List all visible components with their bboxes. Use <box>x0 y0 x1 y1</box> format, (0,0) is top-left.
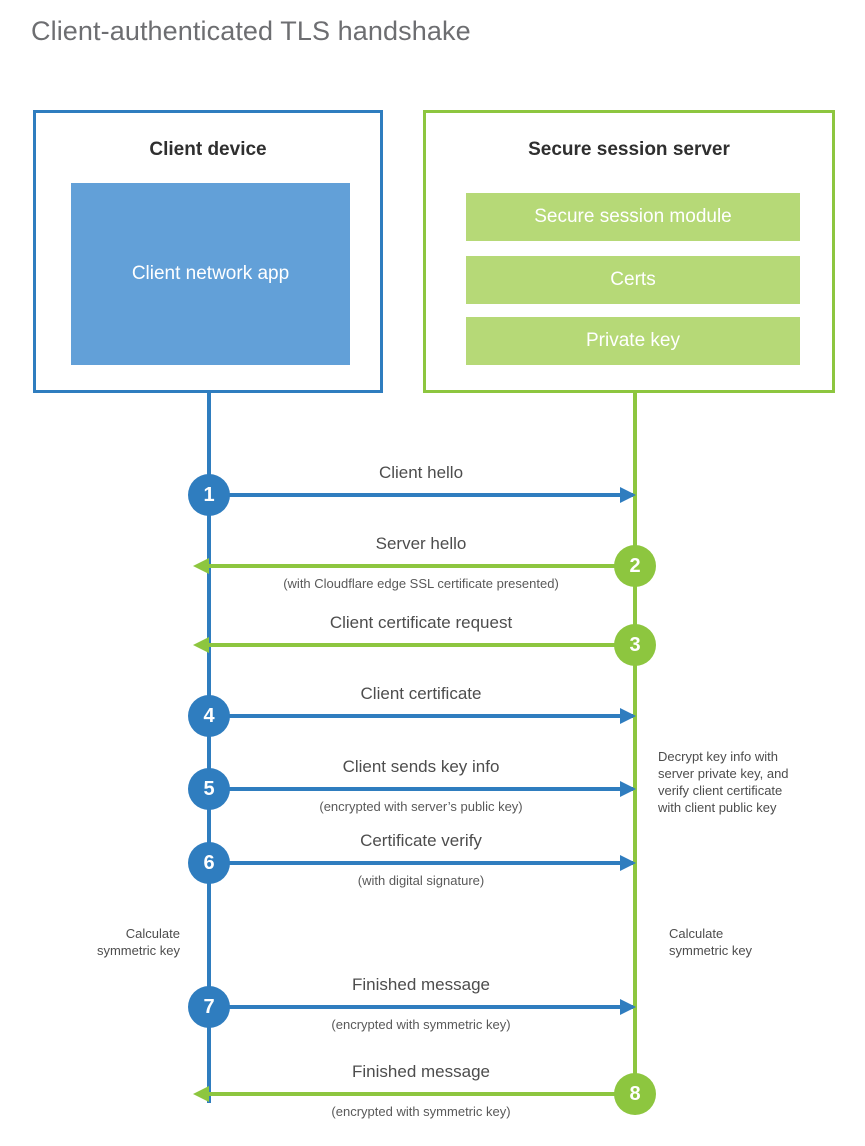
step-circle-3: 3 <box>614 624 656 666</box>
note-calculate-symmetric-key-server: Calculate symmetric key <box>669 926 753 959</box>
message-label-4: Client certificate <box>360 684 482 703</box>
client-device-box: Client device Client network app <box>33 110 383 393</box>
message-arrow-line-3 <box>209 643 635 647</box>
message-arrow-line-5 <box>209 787 633 791</box>
secure-session-server-title: Secure session server <box>528 139 730 160</box>
client-device-title: Client device <box>149 139 267 160</box>
step-circle-5: 5 <box>188 768 230 810</box>
step-circle-4: 4 <box>188 695 230 737</box>
message-label-6: Certificate verify <box>360 831 482 850</box>
server-component-private-key: Private key <box>466 317 800 365</box>
message-sublabel-2: (with Cloudflare edge SSL certificate pr… <box>283 576 559 591</box>
arrow-head-right-icon <box>620 781 636 797</box>
arrow-head-left-icon <box>193 637 209 653</box>
client-lifeline <box>207 391 211 1103</box>
arrow-head-left-icon <box>193 558 209 574</box>
server-component-secure-session-module: Secure session module <box>466 193 800 241</box>
arrow-head-right-icon <box>620 999 636 1015</box>
message-label-3: Client certificate request <box>329 613 513 632</box>
step-circle-2: 2 <box>614 545 656 587</box>
message-arrow-line-8 <box>209 1092 635 1096</box>
message-arrow-line-7 <box>209 1005 633 1009</box>
message-sublabel-6: (with digital signature) <box>357 873 485 888</box>
step-circle-7: 7 <box>188 986 230 1028</box>
message-sublabel-8: (encrypted with symmetric key) <box>331 1104 511 1119</box>
message-arrow-line-2 <box>209 564 635 568</box>
step-circle-6: 6 <box>188 842 230 884</box>
message-arrow-line-6 <box>209 861 633 865</box>
step-circle-1: 1 <box>188 474 230 516</box>
note-decrypt-key-info: Decrypt key info with server private key… <box>658 749 789 816</box>
message-label-7: Finished message <box>352 975 490 994</box>
step-circle-8: 8 <box>614 1073 656 1115</box>
arrow-head-right-icon <box>620 487 636 503</box>
note-calculate-symmetric-key-client: Calculate symmetric key <box>96 926 180 959</box>
message-sublabel-5: (encrypted with server’s public key) <box>319 799 523 814</box>
message-label-1: Client hello <box>378 463 464 482</box>
client-network-app-block: Client network app <box>71 183 350 365</box>
page-title: Client-authenticated TLS handshake <box>31 16 471 46</box>
server-component-certs: Certs <box>466 256 800 304</box>
arrow-head-right-icon <box>620 708 636 724</box>
arrow-head-right-icon <box>620 855 636 871</box>
server-lifeline <box>633 391 637 1093</box>
secure-session-server-box: Secure session server Secure session mod… <box>423 110 835 393</box>
message-arrow-line-1 <box>209 493 633 497</box>
message-label-2: Server hello <box>375 534 467 553</box>
arrow-head-left-icon <box>193 1086 209 1102</box>
message-label-8: Finished message <box>352 1062 490 1081</box>
message-arrow-line-4 <box>209 714 633 718</box>
message-label-5: Client sends key info <box>342 757 500 776</box>
message-sublabel-7: (encrypted with symmetric key) <box>331 1017 511 1032</box>
